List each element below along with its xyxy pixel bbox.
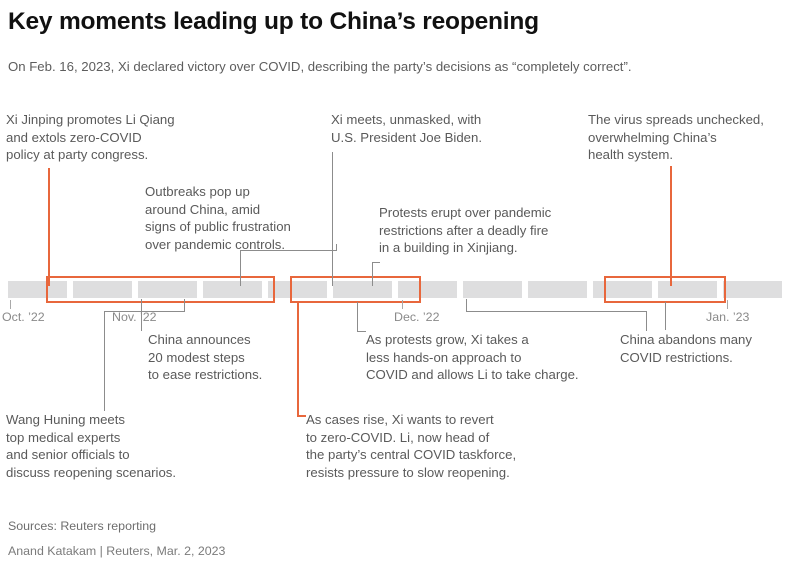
credit-text: Anand Katakam | Reuters, Mar. 2, 2023 [8,544,226,558]
timeline-segment [8,281,67,298]
annotation-outbreaks-pop-up: Outbreaks pop up around China, amid sign… [145,184,291,252]
timeline-segment [73,281,132,298]
leader-line-a2-vert [240,250,241,286]
timeline-highlight-box [604,276,726,303]
timeline-segment [463,281,522,298]
timeline-highlight-box [46,276,275,303]
annotation-virus-spreads-unchecked: The virus spreads unchecked, overwhelmin… [588,112,764,163]
timeline-highlight-box [290,276,421,303]
leader-line-a4-horiz [372,262,380,263]
sources-text: Sources: Reuters reporting [8,519,157,533]
annotation-china-announces-steps: China announces 20 modest steps to ease … [148,332,263,383]
axis-tick [402,300,403,309]
leader-line-right-horiz [466,311,646,312]
leader-line-a9-vert-top [184,299,185,311]
page-title: Key moments leading up to China’s reopen… [8,8,539,35]
axis-label-dec: Dec. ’22 [394,310,440,324]
leader-line-a9-vert-bottom [104,311,105,411]
annotation-protests-erupt: Protests erupt over pandemic restriction… [379,205,552,256]
leader-line-a1 [48,168,50,286]
leader-line-right-vert-bottom [646,311,647,331]
annotation-protests-grow-xi-hands-off: As protests grow, Xi takes a less hands-… [366,332,579,383]
annotation-xi-meets-biden: Xi meets, unmasked, with U.S. President … [331,112,483,145]
annotation-china-abandons-restrictions: China abandons many COVID restrictions. [620,332,752,365]
timeline-segment [333,281,392,298]
annotation-xi-promotes-li-qiang: Xi Jinping promotes Li Qiang and extols … [6,112,175,163]
leader-line-right-vert-top [466,299,467,311]
timeline-segment [268,281,327,298]
annotation-as-cases-rise: As cases rise, Xi wants to revert to zer… [306,412,517,480]
axis-tick [727,300,728,309]
leader-line-a5 [670,166,672,286]
leader-line-a7-vert [357,302,358,331]
page-subtitle: On Feb. 16, 2023, Xi declared victory ov… [8,59,632,74]
timeline-segment [398,281,457,298]
timeline-segment [593,281,652,298]
timeline-segment [528,281,587,298]
timeline-segment [658,281,717,298]
leader-line-a10-horiz [297,415,306,417]
timeline-segment [138,281,197,298]
leader-line-a2-stub [336,244,337,251]
leader-line-a8 [665,302,666,330]
axis-label-oct: Oct. ’22 [2,310,45,324]
leader-line-a4-vert [372,262,373,286]
leader-line-a7-horiz [357,331,366,332]
annotation-wang-huning-meets: Wang Huning meets top medical experts an… [6,412,177,480]
axis-label-nov: Nov. ’22 [112,310,157,324]
timeline-segment [723,281,782,298]
timeline-segment [203,281,262,298]
axis-tick [141,300,142,309]
axis-tick [10,300,11,309]
axis-label-jan: Jan. ’23 [706,310,750,324]
